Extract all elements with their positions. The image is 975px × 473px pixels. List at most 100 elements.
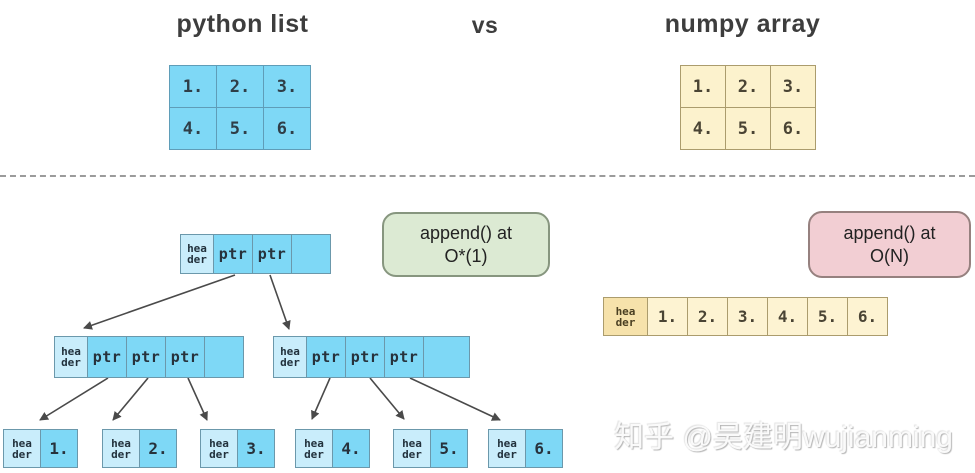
- header-cell: hea der: [3, 429, 41, 468]
- leaf-value-cell: 1.: [40, 429, 78, 468]
- grid-cell: 4.: [169, 107, 217, 150]
- grid-row: 4. 5. 6.: [680, 107, 816, 150]
- arrow-top-to-midleft: [83, 274, 236, 330]
- numpy-array-title: numpy array: [664, 10, 821, 38]
- grid-row: 1. 2. 3.: [169, 65, 311, 108]
- badge-line1: append() at: [843, 222, 936, 243]
- empty-slot-cell: [204, 336, 244, 378]
- memory-value-cell: 1.: [647, 297, 688, 336]
- header-cell-line1: hea: [402, 436, 422, 450]
- header-cell-line2: der: [304, 447, 324, 461]
- ptr-cell: ptr: [345, 336, 385, 378]
- arrow-midleft-to-leaf3: [187, 377, 208, 421]
- leaf-value-cell: 2.: [139, 429, 177, 468]
- header-cell: hea der: [393, 429, 431, 468]
- ptr-cell: ptr: [213, 234, 253, 274]
- memory-value-cell: 4.: [767, 297, 808, 336]
- grid-cell: 6.: [770, 107, 816, 150]
- badge-line1: append() at: [419, 222, 513, 243]
- python-list-grid: 1. 2. 3. 4. 5. 6.: [169, 65, 311, 150]
- grid-cell: 2.: [216, 65, 264, 108]
- arrow-top-to-midright: [269, 274, 291, 330]
- header-cell: hea der: [102, 429, 140, 468]
- numpy-memory-strip: hea der 1. 2. 3. 4. 5. 6.: [603, 297, 888, 336]
- grid-cell: 1.: [680, 65, 726, 108]
- header-cell: hea der: [488, 429, 526, 468]
- empty-slot-cell: [423, 336, 470, 378]
- empty-slot-cell: [291, 234, 331, 274]
- header-cell: hea der: [200, 429, 238, 468]
- header-cell-line2: der: [280, 356, 300, 369]
- header-cell-line2: der: [209, 447, 229, 461]
- badge-line2: O*(1): [444, 245, 488, 266]
- vs-label: vs: [471, 12, 499, 38]
- header-cell-line1: hea: [12, 436, 32, 450]
- header-cell-line1: hea: [304, 436, 324, 450]
- header-cell-line1: hea: [615, 304, 636, 318]
- header-cell-line2: der: [497, 447, 517, 461]
- grid-row: 4. 5. 6.: [169, 107, 311, 150]
- grid-cell: 3.: [770, 65, 816, 108]
- tree-leaf-node: hea der 5.: [393, 429, 468, 468]
- header-cell-line1: hea: [497, 436, 517, 450]
- dashed-separator: [0, 175, 975, 177]
- header-cell-line1: hea: [61, 345, 81, 358]
- grid-cell: 2.: [725, 65, 771, 108]
- header-cell-line2: der: [187, 253, 207, 266]
- numpy-array-grid: 1. 2. 3. 4. 5. 6.: [680, 65, 816, 150]
- tree-leaf-node: hea der 1.: [3, 429, 78, 468]
- python-list-title: python list: [176, 10, 309, 38]
- tree-mid-left-node: hea der ptr ptr ptr: [54, 336, 244, 378]
- header-cell-line1: hea: [187, 242, 207, 255]
- ptr-cell: ptr: [252, 234, 292, 274]
- tree-leaf-node: hea der 4.: [295, 429, 370, 468]
- header-cell-line2: der: [111, 447, 131, 461]
- memory-value-cell: 2.: [687, 297, 728, 336]
- grid-row: 1. 2. 3.: [680, 65, 816, 108]
- tree-mid-right-node: hea der ptr ptr ptr: [273, 336, 470, 378]
- memory-value-cell: 5.: [807, 297, 848, 336]
- grid-cell: 3.: [263, 65, 311, 108]
- grid-cell: 5.: [725, 107, 771, 150]
- grid-cell: 1.: [169, 65, 217, 108]
- header-cell-line1: hea: [280, 345, 300, 358]
- header-cell-line2: der: [12, 447, 32, 461]
- grid-cell: 4.: [680, 107, 726, 150]
- ptr-cell: ptr: [384, 336, 424, 378]
- ptr-cell: ptr: [165, 336, 205, 378]
- grid-cell: 6.: [263, 107, 311, 150]
- header-cell: hea der: [273, 336, 307, 378]
- tree-leaf-node: hea der 2.: [102, 429, 177, 468]
- arrow-midleft-to-leaf2: [112, 377, 149, 421]
- ptr-cell: ptr: [306, 336, 346, 378]
- header-cell-line2: der: [402, 447, 422, 461]
- memory-value-cell: 3.: [727, 297, 768, 336]
- header-cell-line1: hea: [209, 436, 229, 450]
- arrow-midleft-to-leaf1: [39, 377, 109, 421]
- ptr-cell: ptr: [126, 336, 166, 378]
- header-cell: hea der: [295, 429, 333, 468]
- numpy-append-complexity-badge: append() at O(N): [808, 211, 971, 278]
- ptr-cell: ptr: [87, 336, 127, 378]
- header-cell-line2: der: [615, 315, 636, 329]
- header-cell: hea der: [54, 336, 88, 378]
- header-cell: hea der: [180, 234, 214, 274]
- memory-value-cell: 6.: [847, 297, 888, 336]
- header-cell: hea der: [603, 297, 648, 336]
- tree-leaf-node: hea der 3.: [200, 429, 275, 468]
- tree-top-node: hea der ptr ptr: [180, 234, 331, 274]
- arrow-midright-to-leaf5: [369, 377, 405, 420]
- grid-cell: 5.: [216, 107, 264, 150]
- leaf-value-cell: 4.: [332, 429, 370, 468]
- leaf-value-cell: 6.: [525, 429, 563, 468]
- badge-line2: O(N): [870, 245, 909, 266]
- header-cell-line1: hea: [111, 436, 131, 450]
- header-cell-line2: der: [61, 356, 81, 369]
- leaf-value-cell: 3.: [237, 429, 275, 468]
- zhihu-watermark: 知乎 @吴建明wujianming: [614, 421, 953, 454]
- arrow-midright-to-leaf6: [409, 377, 501, 421]
- python-append-complexity-badge: append() at O*(1): [382, 212, 550, 277]
- arrow-midright-to-leaf4: [311, 377, 331, 420]
- leaf-value-cell: 5.: [430, 429, 468, 468]
